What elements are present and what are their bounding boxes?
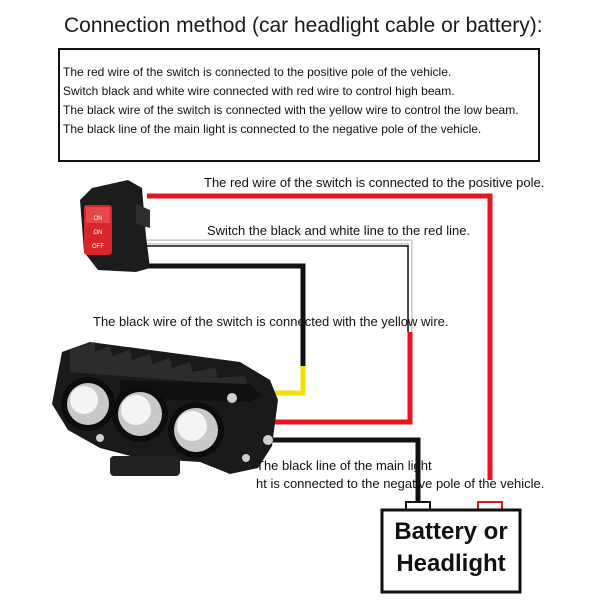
black-low-wire <box>147 263 306 366</box>
instruction-box <box>58 48 540 162</box>
high-beam-red-wire <box>272 332 413 425</box>
black-high-wire <box>147 245 409 332</box>
battery-line-1: Battery or <box>394 518 508 545</box>
yellow-wire <box>270 366 306 396</box>
switch-pos-2: ON <box>94 230 103 236</box>
white-wire-core <box>147 240 412 332</box>
battery-box <box>380 508 522 594</box>
battery-label: Battery or Headlight <box>382 516 520 580</box>
battery-line-2: Headlight <box>396 550 506 577</box>
handlebar-switch: ON ON OFF <box>80 180 150 272</box>
label-red-wire: The red wire of the switch is connected … <box>204 175 545 190</box>
instruction-line-3: The black wire of the switch is connecte… <box>63 103 519 117</box>
label-black-yellow: The black wire of the switch is connecte… <box>93 314 449 329</box>
mount-bracket <box>110 456 180 476</box>
switch-pos-1: ON <box>94 216 103 222</box>
instruction-line-1: The red wire of the switch is connected … <box>63 65 452 79</box>
diagram-title: Connection method (car headlight cable o… <box>64 14 543 37</box>
headlight-module <box>52 342 278 476</box>
label-main-light-2: ht is connected to the negative pole of … <box>256 476 545 491</box>
instruction-line-4: The black line of the main light is conn… <box>63 122 482 136</box>
label-main-light-1: The black line of the main light <box>256 458 432 473</box>
ground-wire <box>270 437 421 504</box>
switch-pos-3: OFF <box>92 244 104 250</box>
label-black-white: Switch the black and white line to the r… <box>207 223 471 238</box>
red-wire <box>147 193 493 480</box>
instruction-line-2: Switch black and white wire connected wi… <box>63 84 455 98</box>
